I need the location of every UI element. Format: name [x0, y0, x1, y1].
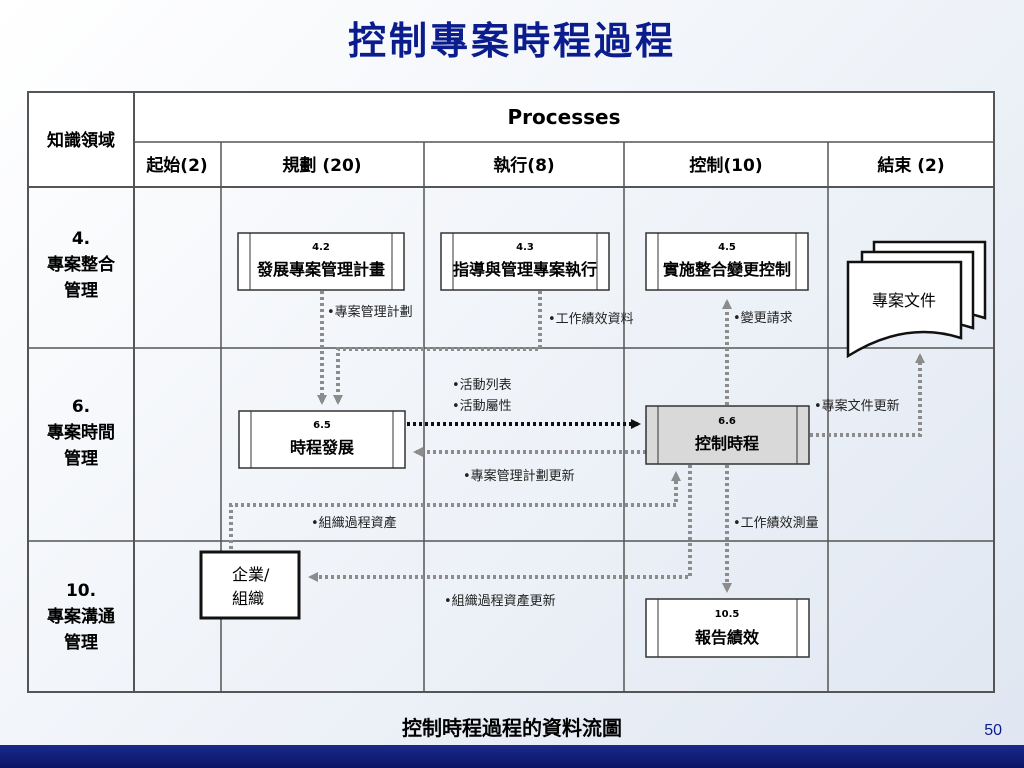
flow-label-plan: •專案管理計劃	[327, 304, 413, 320]
enterprise-organization-box[interactable]: 企業/ 組織	[199, 550, 301, 620]
row-label-communication: 10. 專案溝通 管理	[47, 581, 115, 653]
svg-text:4.5: 4.5	[718, 242, 736, 253]
process-box-4-2[interactable]: 4.2 發展專案管理計畫	[237, 232, 405, 291]
svg-text:4.: 4.	[72, 229, 90, 249]
svg-text:報告績效: 報告績效	[695, 628, 759, 647]
process-box-10-5[interactable]: 10.5 報告績效	[645, 598, 810, 658]
svg-text:專案文件: 專案文件	[872, 291, 936, 310]
svg-text:6.6: 6.6	[718, 416, 736, 427]
svg-text:專案溝通: 專案溝通	[47, 606, 115, 627]
flow-lines	[229, 291, 925, 593]
diagram-caption: 控制時程過程的資料流圖	[402, 716, 622, 740]
svg-text:4.3: 4.3	[516, 242, 534, 253]
flow-label-plan-updates: •專案管理計劃更新	[463, 468, 575, 484]
table-grid	[27, 91, 995, 693]
svg-text:實施整合變更控制: 實施整合變更控制	[663, 260, 791, 279]
row-label-time: 6. 專案時間 管理	[47, 397, 115, 469]
process-box-4-3[interactable]: 4.3 指導與管理專案執行	[440, 232, 610, 291]
flow-label-change-requests: •變更請求	[733, 310, 793, 326]
svg-text:專案時間: 專案時間	[47, 422, 115, 443]
column-initiating: 起始(2)	[145, 155, 207, 176]
svg-text:管理: 管理	[64, 448, 98, 469]
svg-text:組織: 組織	[232, 589, 264, 608]
svg-text:專案整合: 專案整合	[47, 254, 116, 275]
svg-text:10.: 10.	[66, 581, 96, 601]
flow-label-activity-attributes: •活動屬性	[452, 399, 512, 414]
corner-label: 知識領域	[46, 130, 115, 151]
flow-label-performance-data: •工作績效資料	[548, 312, 634, 327]
process-box-4-5[interactable]: 4.5 實施整合變更控制	[645, 232, 809, 291]
svg-text:企業/: 企業/	[232, 565, 270, 584]
process-box-6-6[interactable]: 6.6 控制時程	[645, 405, 810, 465]
svg-text:6.: 6.	[72, 397, 90, 417]
column-planning: 規劃 (20)	[282, 155, 361, 176]
flow-label-org-process-assets: •組織過程資產	[311, 515, 397, 531]
svg-text:10.5: 10.5	[715, 609, 740, 620]
column-executing: 執行(8)	[493, 155, 554, 176]
row-label-integration: 4. 專案整合 管理	[47, 229, 116, 301]
column-closing: 結束 (2)	[877, 155, 944, 176]
process-box-6-5[interactable]: 6.5 時程發展	[238, 410, 406, 469]
svg-text:6.5: 6.5	[313, 420, 331, 431]
svg-text:管理: 管理	[64, 632, 98, 653]
project-documents-shape[interactable]: 專案文件	[846, 240, 987, 359]
slide-title: 控制專案時程過程	[347, 18, 676, 63]
page-number: 50	[984, 722, 1002, 739]
svg-text:管理: 管理	[64, 280, 98, 301]
processes-header: Processes	[508, 105, 621, 129]
svg-text:指導與管理專案執行: 指導與管理專案執行	[453, 260, 597, 279]
svg-text:4.2: 4.2	[312, 242, 330, 253]
flow-label-document-updates: •專案文件更新	[814, 398, 900, 414]
bottom-bar	[0, 745, 1024, 768]
flow-label-activity-list: •活動列表	[452, 378, 512, 393]
flow-label-performance-measurements: •工作績效測量	[733, 516, 819, 531]
svg-text:發展專案管理計畫: 發展專案管理計畫	[256, 260, 385, 279]
svg-text:控制時程: 控制時程	[695, 434, 759, 453]
flow-label-org-assets-updates: •組織過程資產更新	[444, 593, 556, 609]
svg-text:時程發展: 時程發展	[290, 438, 355, 457]
column-controlling: 控制(10)	[689, 155, 762, 176]
